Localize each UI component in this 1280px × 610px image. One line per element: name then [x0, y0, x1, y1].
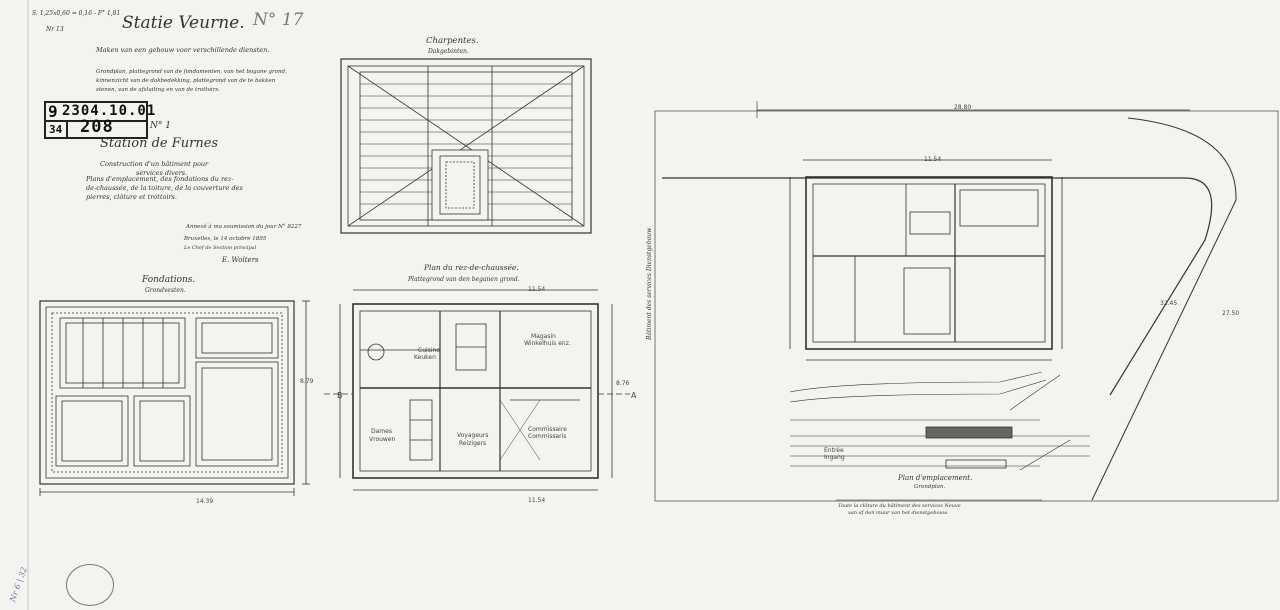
plan-desc-line-2: de-chaussée, de la toiture, de la couver… [86, 184, 243, 192]
groundfloor-top-dim: 11.54 [528, 286, 546, 293]
archive-seal [66, 564, 114, 606]
stamp-row1-code: 2304.10.01 [62, 103, 157, 119]
foundations-subtitle: Grondvesten. [145, 287, 186, 294]
corner-note: S. 1,25x0,60 = 0,16 - F° 1,81 [32, 10, 121, 17]
room-cuisine-sub: Keuken [414, 354, 436, 361]
groundfloor-subtitle: Plattegrond van den beganen grond. [408, 276, 520, 283]
signature-role: Le Chef de Section principal [184, 245, 257, 251]
desc-nl-line-1: Grondplan, plattegrond van de fondamente… [96, 69, 287, 75]
groundfloor-title: Plan du rez-de-chaussée. [424, 263, 519, 272]
foundations-plan [39, 300, 310, 496]
foundations-width-dim: 14.39 [196, 498, 214, 505]
station-title: Station de Furnes [100, 136, 219, 151]
plan-desc-line-1: Plans d'emplacement, des fondations du r… [86, 175, 234, 183]
roof-subtitle: Dakgebinten. [428, 48, 469, 55]
site-note-line-2: van af den muur van het dienstgebouw. [848, 510, 948, 516]
sheet-number: N° 17 [253, 10, 304, 30]
site-note-line-1: Toute la clôture du bâtiment des service… [838, 503, 961, 509]
site-plan-subtitle: Grondplan. [914, 484, 946, 490]
stamp-row1-prefix: 9 [48, 102, 58, 121]
site-right-dim: 27.50 [1222, 310, 1240, 317]
subtitle-nl: Maken van een gebouw voor verschillende … [96, 46, 270, 54]
groundfloor-plan [324, 289, 630, 491]
groundfloor-bottom-dim: 11.54 [528, 497, 546, 504]
site-inner-dim: 11.54 [924, 156, 942, 163]
site-diag-dim: 32.45 [1160, 300, 1178, 307]
foundations-height-dim: 8.79 [300, 378, 314, 385]
doc-number: N° 1 [150, 121, 171, 131]
plan-desc-line-3: pierres, clôture et trottoirs. [86, 193, 177, 201]
roof-plan [340, 58, 592, 234]
archive-stamp: 9 2304.10.01 34 208 [44, 101, 155, 139]
stamp-row2-code: 208 [80, 117, 114, 137]
room-voyageurs: Voyageurs [457, 432, 489, 439]
site-plan [654, 101, 1279, 502]
site-top-dim: 28.80 [954, 104, 972, 111]
section-mark-a: A [631, 391, 637, 400]
room-commissaire: Commissaire [528, 426, 567, 433]
room-cuisine: Cuisine [418, 347, 440, 354]
room-magasin: Magasin [531, 333, 556, 340]
site-entry-label: Entrée [824, 447, 844, 454]
signature: E. Wolters [222, 256, 259, 264]
site-plan-title: Plan d'emplacement. [898, 474, 973, 482]
page-title: Statie Veurne. [122, 13, 245, 33]
groundfloor-height-dim: 8.76 [616, 380, 630, 387]
desc-nl-line-3: stenen, van de afsluiting en van de trot… [96, 87, 220, 93]
site-entry-sub: Ingang [824, 454, 845, 461]
foundations-title: Fondations. [142, 275, 196, 285]
room-commissaire-sub: Commissaris [528, 433, 567, 440]
room-dames: Dames [371, 428, 392, 435]
left-top-note: Nr 13 [46, 26, 64, 33]
construction-line-2: services divers. [136, 169, 188, 177]
annex-note: Annexé à ma soumission du jour N° 8227 [186, 224, 302, 230]
place-date: Bruxelles, le 14 octobre 1895 [184, 236, 267, 242]
room-dames-sub: Vrouwen [369, 436, 396, 443]
room-magasin-sub: Winkelhuis enz. [524, 340, 571, 347]
desc-nl-line-2: kinnenzicht van de dakbedekking, platteg… [96, 78, 276, 84]
construction-line-1: Construction d'un bâtiment pour [100, 160, 209, 168]
roof-title: Charpentes. [426, 36, 479, 46]
room-voyageurs-sub: Reizigers [459, 440, 487, 447]
stamp-row2-prefix: 34 [49, 123, 63, 136]
